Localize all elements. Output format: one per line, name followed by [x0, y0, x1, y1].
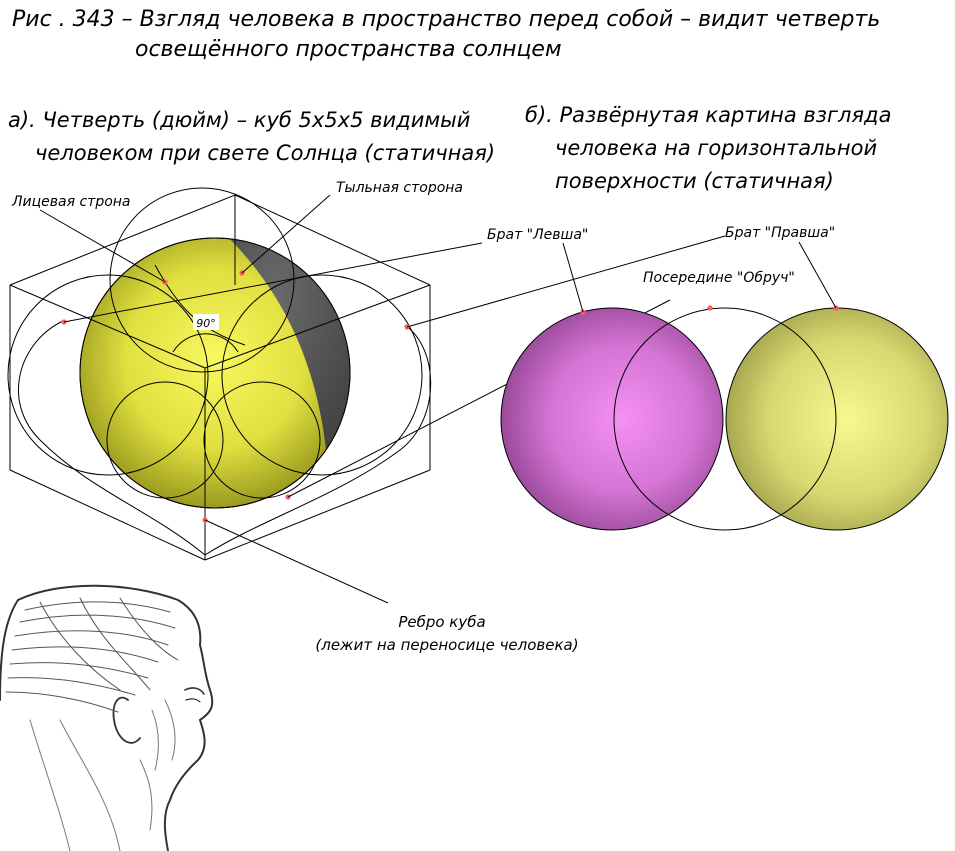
figure-title-line-1: Рис . 343 – Взгляд человека в пространст…	[12, 7, 880, 32]
cube-edge-label-line-2: (лежит на переносице человека)	[315, 636, 578, 654]
left-brother-label: Брат "Левша"	[487, 227, 588, 243]
panel-a-heading-line-1: а). Четверть (дюйм) – куб 5х5х5 видимый	[8, 108, 470, 132]
cube-outline	[9, 194, 431, 561]
panel-b-leader-lines	[562, 241, 837, 313]
panel-b-heading-line-3: поверхности (статичная)	[555, 169, 834, 193]
cube-inscribed-circles	[7, 187, 432, 556]
panel-b-heading-line-2: человека на горизонтальной	[555, 136, 877, 160]
human-head-profile-icon	[0, 584, 214, 851]
angle-label: 90°	[196, 317, 216, 330]
panel-b-heading-line-1: б). Развёрнутая картина взгляда	[525, 103, 891, 127]
panel-a-heading-line-2: человеком при свете Солнца (статичная)	[35, 141, 495, 165]
unfolded-view-drawing: Брат "Левша" Брат "Правша" Посередине "О…	[487, 225, 949, 531]
right-brother-label: Брат "Правша"	[725, 225, 835, 241]
cube-sphere-drawing: 90° Лицевая строна Тыльная сторона Ребро…	[7, 180, 579, 654]
front-side-label: Лицевая строна	[11, 194, 131, 210]
hoop-label: Посередине "Обруч"	[643, 270, 795, 286]
left-brother-circle	[500, 307, 724, 531]
panel-a-leader-lines	[39, 194, 389, 604]
right-brother-circle	[725, 307, 949, 531]
angle-label-box	[193, 314, 219, 330]
left-point-marker	[61, 319, 67, 325]
cube-edge-label-line-1: Ребро куба	[398, 613, 485, 631]
hoop-circle	[613, 307, 837, 531]
back-side-label: Тыльная сторона	[336, 180, 463, 196]
sphere	[79, 237, 351, 509]
angle-arc	[172, 333, 239, 353]
hoop-marker	[707, 305, 713, 311]
figure-title-line-2: освещённого пространства солнцем	[135, 37, 562, 62]
